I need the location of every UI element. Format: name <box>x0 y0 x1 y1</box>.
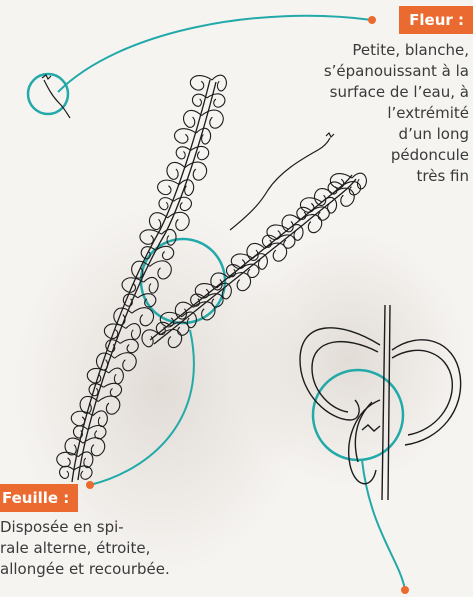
leaf-label: Feuille : <box>0 484 78 512</box>
leaf-curl <box>160 329 182 347</box>
leaf-curl <box>89 384 103 396</box>
leaf-curl <box>140 230 162 244</box>
leaf-curl <box>150 261 172 279</box>
leaf-detail-callout-line <box>362 460 405 590</box>
flower-label-dot <box>368 16 376 24</box>
flower-description: Petite, blanche, s’épanouissant à la sur… <box>324 40 469 187</box>
leaf-curl <box>120 339 138 352</box>
leaf-label-dot <box>86 481 94 489</box>
leaf-curl <box>184 110 202 127</box>
leaf-curl <box>167 162 185 179</box>
flower-label: Fleur : <box>399 6 473 34</box>
leaf-curl <box>109 368 123 384</box>
flower-callout-circle <box>28 74 68 114</box>
leaf-description: Disposée en spi- rale alterne, étroite, … <box>0 517 170 580</box>
leaf-curl <box>98 396 120 414</box>
leaf-detail-drawing <box>300 305 461 500</box>
leaf-curl <box>175 302 193 319</box>
leaf-curl <box>156 246 174 259</box>
leaf-curl <box>191 146 209 159</box>
leaf-curl <box>132 308 154 326</box>
leaf-curl <box>88 425 106 438</box>
leaf-curl <box>126 324 140 340</box>
plant-leaves <box>57 75 367 479</box>
leaf-curl <box>103 383 121 396</box>
leaf-curl <box>83 438 105 456</box>
leaf-curl <box>74 466 92 479</box>
leaf-curl <box>65 438 83 455</box>
leaf-detail-dot <box>401 586 409 594</box>
leaf-curl <box>289 225 303 241</box>
leaf-curl <box>253 254 267 270</box>
leaf-callout-circle <box>141 239 225 323</box>
leaf-curl <box>93 411 107 427</box>
leaf-curl <box>60 466 74 478</box>
leaf-curl <box>144 277 158 293</box>
